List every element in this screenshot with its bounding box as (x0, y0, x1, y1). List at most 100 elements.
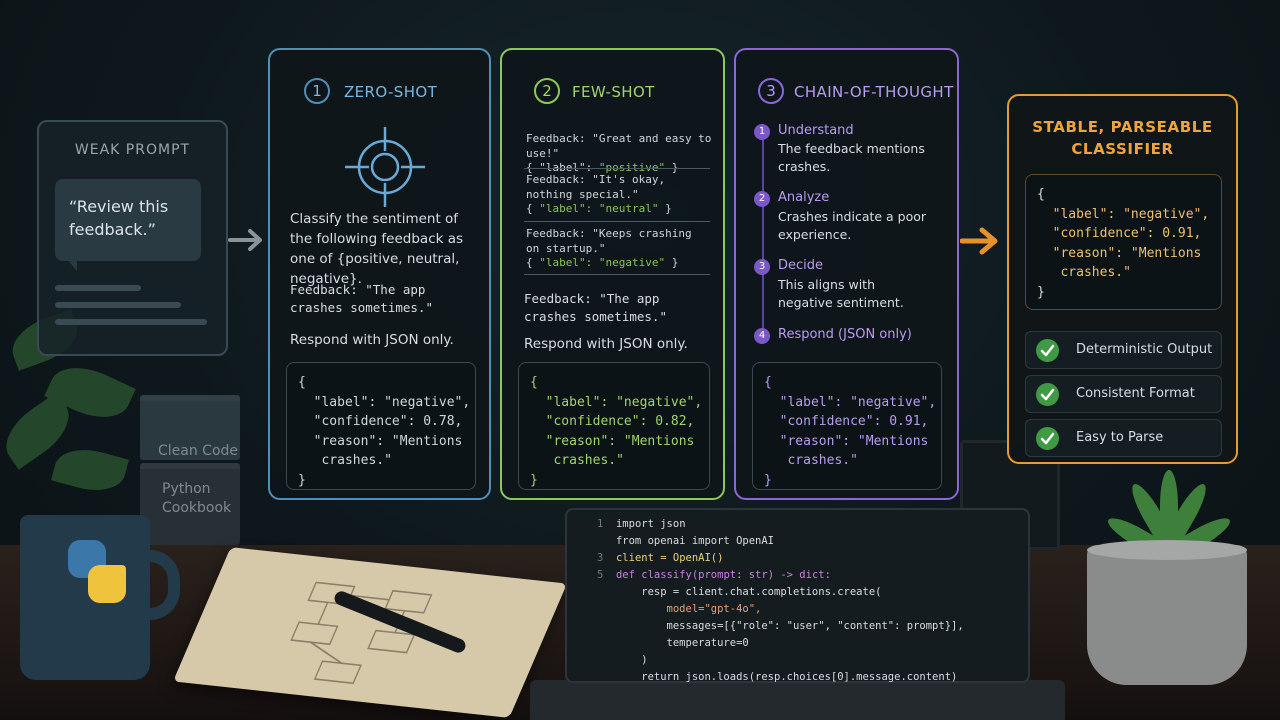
zero-shot-feedback: Feedback: "The app crashes sometimes." (290, 282, 433, 315)
few-shot-example: Feedback: "Great and easy to use!" { "la… (526, 132, 712, 176)
weak-prompt-bubble: “Review this feedback.” (55, 179, 201, 261)
json-line: "confidence": 0.91, (1037, 226, 1202, 241)
json-line: } (764, 472, 772, 488)
plant-pot-rim (1087, 540, 1247, 560)
checkmark-icon (1036, 383, 1059, 406)
stable-classifier-title: STABLE, PARSEABLE CLASSIFIER (1009, 116, 1236, 160)
json-line: "reason": "Mentions (764, 433, 929, 449)
few-shot-example: Feedback: "Keeps crashing on startup." {… (526, 227, 704, 271)
code-text: resp = client.chat.completions.create( (615, 586, 882, 598)
step-body: Crashes indicate a poor experience. (778, 209, 927, 242)
benefit-deterministic-output: Deterministic Output (1025, 331, 1222, 369)
example-label-key: { "label": (526, 161, 599, 174)
title-line: STABLE, PARSEABLE (1032, 118, 1213, 136)
book-title-line1: Python (162, 481, 211, 497)
json-line: "confidence": 0.82, (530, 414, 695, 429)
title-line: CLASSIFIER (1071, 140, 1174, 158)
divider (524, 221, 710, 222)
divider (524, 168, 710, 169)
weak-prompt-card: WEAK PROMPT “Review this feedback.” (37, 120, 228, 356)
json-line: "reason": "Mentions (530, 433, 695, 449)
benefit-consistent-format: Consistent Format (1025, 375, 1222, 413)
chain-of-thought-title: CHAIN-OF-THOUGHT (794, 83, 954, 101)
few-shot-example: Feedback: "It's okay, nothing special." … (526, 173, 704, 217)
weak-prompt-title: WEAK PROMPT (74, 142, 191, 158)
example-label-end: } (665, 161, 679, 174)
python-logo-icon-lower (88, 565, 126, 603)
json-line: "reason": "Mentions (298, 433, 463, 449)
json-line: "confidence": 0.78, (298, 414, 463, 429)
arrow-right-icon (960, 227, 998, 255)
line-number: 3 (597, 552, 604, 564)
code-line: resp = client.chat.completions.create( (597, 584, 1017, 601)
code-line: 3 client = OpenAI() (597, 550, 1017, 567)
few-shot-card: 2 FEW-SHOT Feedback: "Great and easy to … (500, 48, 725, 500)
json-line: crashes." (764, 453, 858, 468)
example-label-value: "label": "neutral" (539, 202, 659, 215)
json-line: "label": "negative", (530, 394, 703, 410)
few-shot-json-output: { "label": "negative", "confidence": 0.8… (518, 362, 710, 490)
step-number-badge: 1 (304, 78, 330, 104)
laptop-screen: 1 import json from openai import OpenAI … (565, 508, 1030, 683)
example-label-value: "positive" (598, 161, 666, 174)
placeholder-line (55, 302, 181, 308)
stable-json-output: { "label": "negative", "confidence": 0.9… (1025, 174, 1222, 310)
few-shot-title: FEW-SHOT (572, 83, 655, 101)
book-title-line2: Cookbook (162, 500, 232, 516)
json-line: "label": "negative", (298, 394, 471, 410)
plant-pot (1087, 545, 1247, 685)
few-shot-instruction: Respond with JSON only. (524, 336, 688, 352)
json-line: "confidence": 0.91, (764, 414, 929, 429)
code-text: from openai import OpenAI (615, 535, 775, 547)
step-badge: 1 (754, 124, 770, 140)
code-line: 1 import json (597, 516, 1017, 533)
line-number: 1 (597, 518, 604, 530)
json-line: { (298, 375, 306, 390)
code-text: temperature=0 (615, 637, 749, 649)
benefit-easy-to-parse: Easy to Parse (1025, 419, 1222, 457)
speech-bubble-tail (67, 259, 77, 271)
book-stack: Clean Code Python Cookbook (140, 395, 245, 545)
checkmark-icon (1036, 427, 1059, 450)
arrow-right-icon (228, 229, 262, 251)
code-text: ) (615, 654, 648, 666)
example-feedback: Feedback: "Great and easy to use!" (526, 132, 712, 160)
step-badge: 3 (754, 259, 770, 275)
code-editor: 1 import json from openai import OpenAI … (597, 516, 1017, 686)
example-label-value: "label": "negative" (539, 256, 666, 269)
example-label-key: { (526, 256, 540, 269)
code-line: return json.loads(resp.choices[0].messag… (597, 669, 1017, 686)
code-text: client = OpenAI() (615, 552, 724, 564)
json-line: } (1037, 284, 1045, 300)
chain-of-thought-card: 3 CHAIN-OF-THOUGHT 1 Understand The feed… (734, 48, 959, 500)
benefit-label: Easy to Parse (1076, 430, 1164, 445)
step-badge: 2 (754, 191, 770, 207)
json-line: "label": "negative", (764, 394, 937, 410)
code-text: messages=[{"role": "user", "content": pr… (615, 620, 964, 632)
json-line: crashes." (1037, 265, 1131, 280)
code-line: model="gpt-4o", (597, 601, 1017, 618)
example-label-key: { (526, 202, 540, 215)
succulent-plant (1100, 470, 1240, 563)
zero-shot-card: 1 ZERO-SHOT Classify the sentiment of th… (268, 48, 491, 500)
book-title: Clean Code (158, 443, 239, 459)
code-line: from openai import OpenAI (597, 533, 1017, 550)
code-line: 5 def classify(prompt: str) -> dict: (597, 567, 1017, 584)
code-line: ) (597, 652, 1017, 669)
zero-shot-instruction: Respond with JSON only. (290, 332, 454, 348)
stable-classifier-card: STABLE, PARSEABLE CLASSIFIER { "label": … (1007, 94, 1238, 464)
step-number-badge: 3 (758, 78, 784, 104)
step-title: Understand (778, 123, 854, 138)
json-line: "label": "negative", (1037, 206, 1210, 222)
example-label-end: } (665, 256, 679, 269)
placeholder-line (55, 319, 207, 325)
zero-shot-prompt: Classify the sentiment of the following … (290, 211, 464, 287)
step-body: This aligns with negative sentiment. (778, 277, 904, 310)
chain-of-thought-json-output: { "label": "negative", "confidence": 0.9… (752, 362, 942, 490)
code-text: import json (615, 518, 686, 530)
step-title: Analyze (778, 190, 830, 205)
python-mug (20, 515, 150, 680)
code-text: def classify(prompt: str) -> dict: (615, 569, 831, 581)
json-line: } (298, 472, 306, 488)
step-badge: 4 (754, 328, 770, 344)
